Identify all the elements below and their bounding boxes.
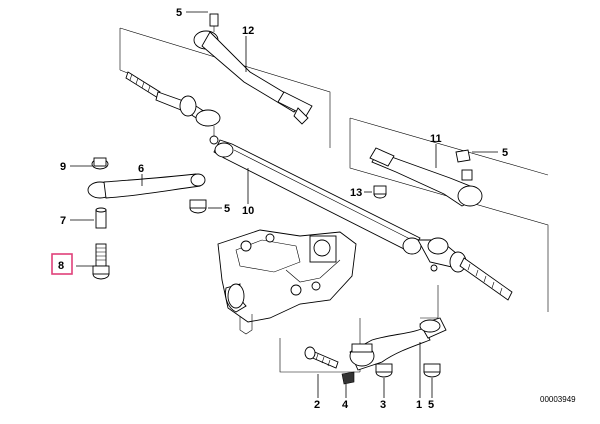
tie-rod-right[interactable] <box>417 237 513 301</box>
callout-13[interactable]: 13 <box>350 187 362 199</box>
tie-rod-left[interactable] <box>125 71 221 145</box>
callout-10[interactable]: 10 <box>242 205 254 217</box>
callout-4[interactable]: 4 <box>342 399 349 411</box>
callout-9[interactable]: 9 <box>60 161 66 173</box>
callout-6[interactable]: 6 <box>138 163 144 175</box>
tie-rod-end-12[interactable] <box>193 13 313 125</box>
nut-3[interactable] <box>375 363 393 378</box>
leader-lines <box>70 11 498 398</box>
bushing-7[interactable] <box>95 207 107 229</box>
nut-13[interactable] <box>373 185 387 199</box>
callout-5-bottom[interactable]: 5 <box>428 399 434 411</box>
callout-5-idler[interactable]: 5 <box>224 203 230 215</box>
callout-12[interactable]: 12 <box>242 25 254 37</box>
pitman-arm-1[interactable] <box>349 317 447 371</box>
center-link-10[interactable] <box>213 139 422 255</box>
callout-2[interactable]: 2 <box>314 399 320 411</box>
bolt-8[interactable] <box>92 243 110 280</box>
callout-labels: 5 12 9 6 5 7 10 8 11 5 13 2 4 3 1 5 <box>58 7 508 411</box>
nut-5-bottom[interactable] <box>423 363 441 378</box>
callout-1[interactable]: 1 <box>416 399 422 411</box>
callout-3[interactable]: 3 <box>380 399 386 411</box>
clip-4[interactable] <box>341 371 355 385</box>
bolt-2[interactable] <box>304 346 339 369</box>
callout-5-right[interactable]: 5 <box>502 147 508 159</box>
callout-11[interactable]: 11 <box>430 133 442 145</box>
callout-7[interactable]: 7 <box>60 215 66 227</box>
idler-arm-6[interactable] <box>87 157 206 199</box>
steering-gearbox[interactable] <box>217 229 357 335</box>
callout-5-top[interactable]: 5 <box>176 7 182 19</box>
catalog-number: 00003949 <box>540 395 576 404</box>
nut-5-idler[interactable] <box>189 199 207 214</box>
highlight-box-8 <box>51 253 73 275</box>
callout-8[interactable]: 8 <box>58 260 64 272</box>
tie-rod-end-11[interactable] <box>369 147 483 207</box>
